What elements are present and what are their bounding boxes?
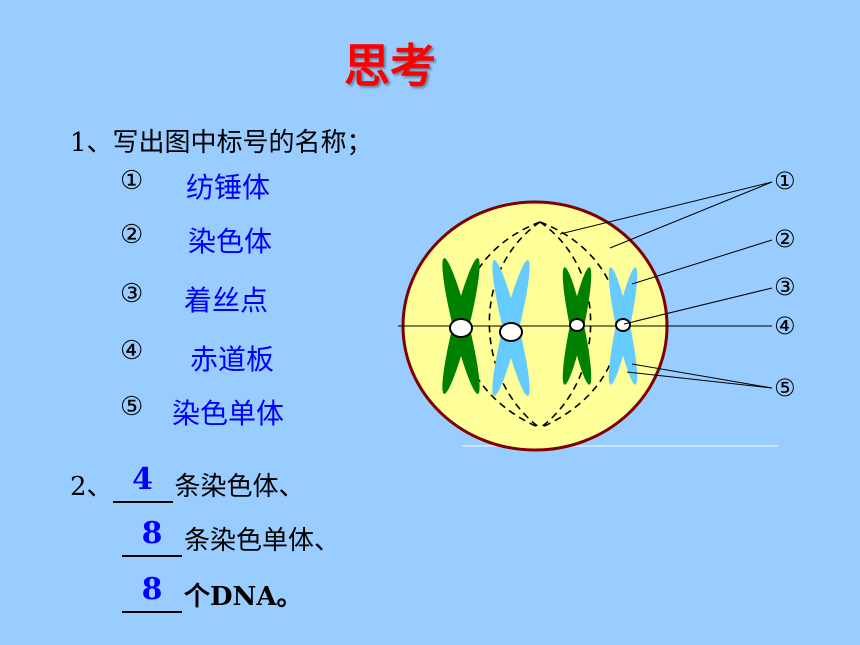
q1-item-3-number: ③ <box>120 279 144 309</box>
diagram-label-5: ⑤ <box>774 374 796 402</box>
centromere <box>569 318 585 332</box>
q2-line-3-text: 个DNA。 <box>184 582 303 612</box>
diagram-label-2: ② <box>774 225 796 253</box>
q2-line-1-text: 条染色体、 <box>174 472 305 502</box>
spindle-fiber <box>488 221 541 429</box>
q1-item-5-number: ⑤ <box>120 392 144 422</box>
chromosome-blue-large <box>492 260 530 396</box>
answer-chromatids: 8 <box>141 516 163 551</box>
answer-chromosomes: 4 <box>132 462 153 497</box>
pointer-line-3 <box>623 287 773 325</box>
pointer-line-5b <box>626 371 773 389</box>
q2-line-2-text: 条染色单体、 <box>184 526 341 556</box>
pointer-line-5a <box>631 363 773 389</box>
question-2-line-2: 8 条染色单体、 <box>122 516 341 557</box>
blank-chromosomes: 4 <box>112 462 173 503</box>
q1-item-1-answer: 纺锤体 <box>186 171 271 204</box>
centromere <box>615 318 631 332</box>
blank-chromatids: 8 <box>122 516 182 557</box>
pointer-lines <box>559 181 773 389</box>
diagram-label-3: ③ <box>774 273 796 301</box>
question-2-prefix: 2、 <box>70 472 113 502</box>
chromosome-green-small <box>562 267 592 385</box>
q1-item-2-number: ② <box>120 220 144 250</box>
diagram-label-4: ④ <box>774 312 796 340</box>
chromosome-green-large <box>442 258 480 394</box>
pointer-line-2 <box>631 239 773 285</box>
q1-item-4-answer: 赤道板 <box>190 343 275 376</box>
q1-item-5-answer: 染色单体 <box>172 397 285 430</box>
spindle-fiber <box>539 221 592 429</box>
q1-item-4-number: ④ <box>120 336 144 366</box>
blank-dna: 8 <box>122 572 182 613</box>
centromere <box>449 318 473 338</box>
q1-item-2-answer: 染色体 <box>188 225 273 258</box>
diagram-label-1: ① <box>774 167 796 195</box>
pointer-line-1b <box>609 181 773 249</box>
question-2: 2、 4 条染色体、 <box>70 462 305 503</box>
q1-item-3-answer: 着丝点 <box>184 284 269 317</box>
q1-item-1-number: ① <box>120 166 144 196</box>
page-title: 思考 <box>344 39 436 93</box>
question-1-text: 1、写出图中标号的名称； <box>70 128 373 158</box>
question-2-line-3: 8 个DNA。 <box>122 572 303 613</box>
pointer-line-1a <box>559 181 773 235</box>
centromere <box>499 322 523 342</box>
chromosome-blue-small <box>608 267 638 385</box>
answer-dna: 8 <box>141 572 163 607</box>
